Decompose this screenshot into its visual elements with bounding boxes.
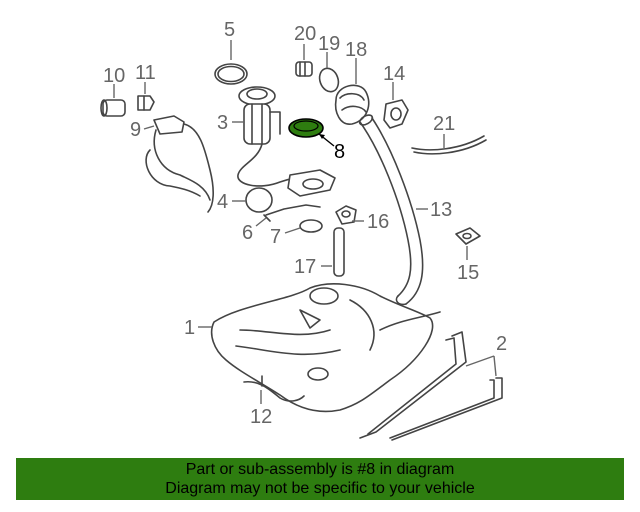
callout-1: 1 [184,317,195,339]
part-5-gasket [214,63,248,85]
part-16-valve [335,205,357,225]
part-15-mount [455,227,481,245]
callout-14: 14 [383,63,405,85]
part-21-hose [411,135,487,155]
part-14-bracket [383,99,409,129]
callout-6: 6 [242,222,253,244]
part-17-tube [333,227,345,277]
part-11-clip [137,95,155,111]
leader-6 [255,217,267,227]
banner-line-2: Diagram may not be specific to your vehi… [165,480,475,497]
callout-19: 19 [318,33,340,55]
callout-20: 20 [294,23,316,45]
callout-7: 7 [270,226,281,248]
callout-10: 10 [103,65,125,87]
part-18-boot [334,84,370,125]
part-19-o-ring [318,67,340,93]
callout-3: 3 [217,112,228,134]
callout-4: 4 [217,191,228,213]
leader-7 [284,227,301,234]
part-12-hose [243,375,305,402]
leader-2b [493,355,497,377]
callout-2: 2 [496,333,507,355]
callout-11: 11 [135,62,156,84]
part-3-pump-module [237,86,336,197]
part-4-seal [245,187,273,213]
part-6-level-sender [263,204,321,222]
leader-8-arrowhead [319,134,325,139]
info-banner: Part or sub-assembly is #8 in diagram Di… [16,458,624,500]
part-10-filter [100,99,126,117]
callout-13: 13 [430,199,452,221]
callout-16: 16 [367,211,389,233]
part-20-cap [295,61,313,77]
part-13-filler-neck [358,114,424,306]
part-9-sensor [145,115,214,213]
callout-18: 18 [345,39,367,61]
callout-15: 15 [457,262,479,284]
callout-17: 17 [294,256,316,278]
leader-9 [143,125,155,130]
callout-12: 12 [250,406,272,428]
part-8-highlighted-seal [288,118,324,138]
callout-9: 9 [130,119,141,141]
callout-8: 8 [334,141,345,163]
part-2-straps [359,331,503,441]
part-7-o-ring [299,219,323,233]
callout-21: 21 [433,113,455,135]
parts-diagram: 5 10 11 9 3 4 [100,19,507,441]
callout-5: 5 [224,19,235,41]
part-1-fuel-tank [210,283,441,413]
banner-line-1: Part or sub-assembly is #8 in diagram [185,461,455,478]
leader-2a [465,355,495,367]
